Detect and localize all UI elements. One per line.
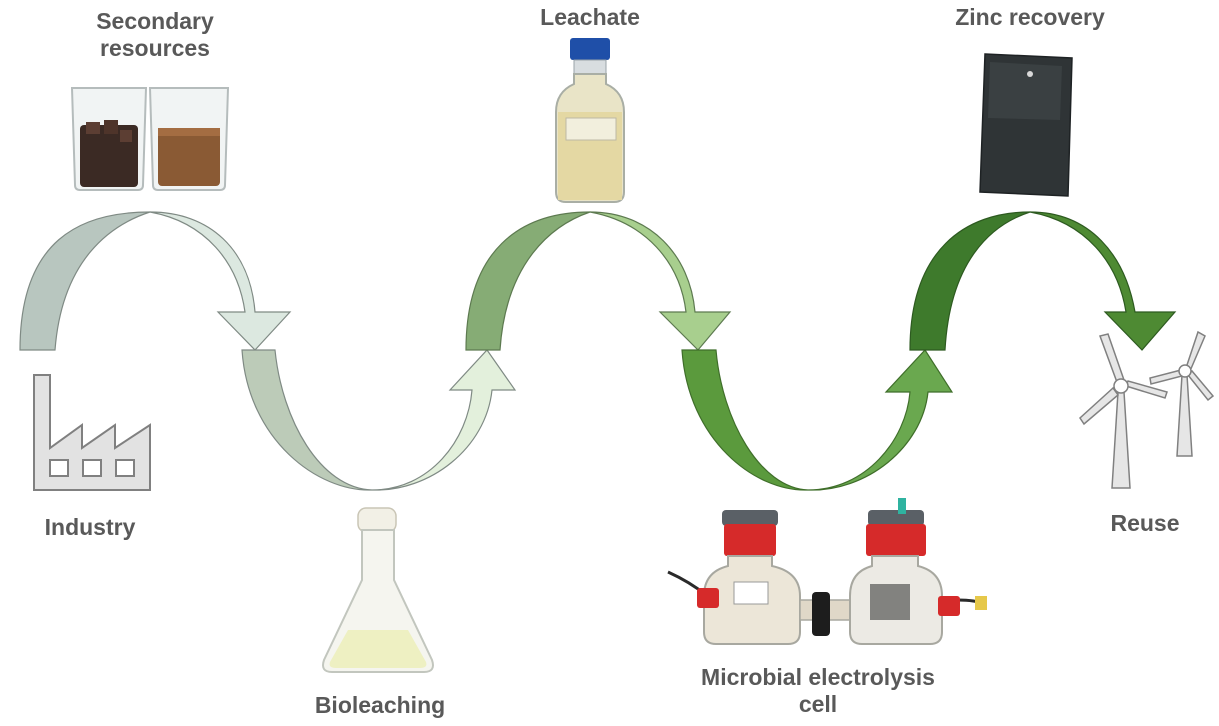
flask-image: [322, 507, 434, 673]
arrow-industry-to-bioleaching: [19, 211, 292, 351]
wind-turbine-icon: [1079, 330, 1215, 489]
label-microbial-electrolysis-cell: Microbial electrolysis cell: [668, 664, 968, 718]
arrow-segment-falling: [589, 211, 732, 351]
arrow-segment-rising: [19, 211, 151, 351]
mec-cell-image: [667, 498, 987, 645]
beakers-image: [70, 87, 230, 191]
label-leachate: Leachate: [540, 4, 640, 30]
label-secondary-resources: Secondary resources: [80, 8, 230, 62]
arrow-bioleaching-to-leachate: [241, 349, 517, 491]
label-secondary-resources-line1: Secondary: [96, 8, 214, 34]
label-secondary-resources-line2: resources: [100, 35, 210, 61]
arrow-segment-ascending: [807, 349, 954, 491]
label-microbial-line2: cell: [798, 691, 838, 717]
arrow-segment-ascending: [371, 349, 517, 491]
leachate-bottle-image: [555, 38, 625, 203]
arrow-mec-to-zinc: [681, 349, 954, 491]
arrow-segment-falling: [149, 211, 292, 351]
arrow-segment-descending: [241, 349, 373, 491]
label-reuse: Reuse: [1110, 510, 1180, 536]
arrow-segment-rising: [465, 211, 591, 351]
label-industry: Industry: [44, 514, 136, 540]
arrow-segment-rising: [909, 211, 1031, 351]
arrow-segment-descending: [681, 349, 809, 491]
arrow-zinc-to-reuse: [909, 211, 1177, 351]
label-zinc-recovery: Zinc recovery: [955, 4, 1105, 30]
arrow-leachate-arch: [465, 211, 732, 351]
arrow-segment-falling: [1029, 211, 1177, 351]
label-microbial-line1: Microbial electrolysis: [701, 664, 935, 690]
label-bioleaching: Bioleaching: [314, 692, 446, 718]
zinc-sheet-image: [979, 53, 1073, 197]
factory-icon: [33, 374, 151, 491]
